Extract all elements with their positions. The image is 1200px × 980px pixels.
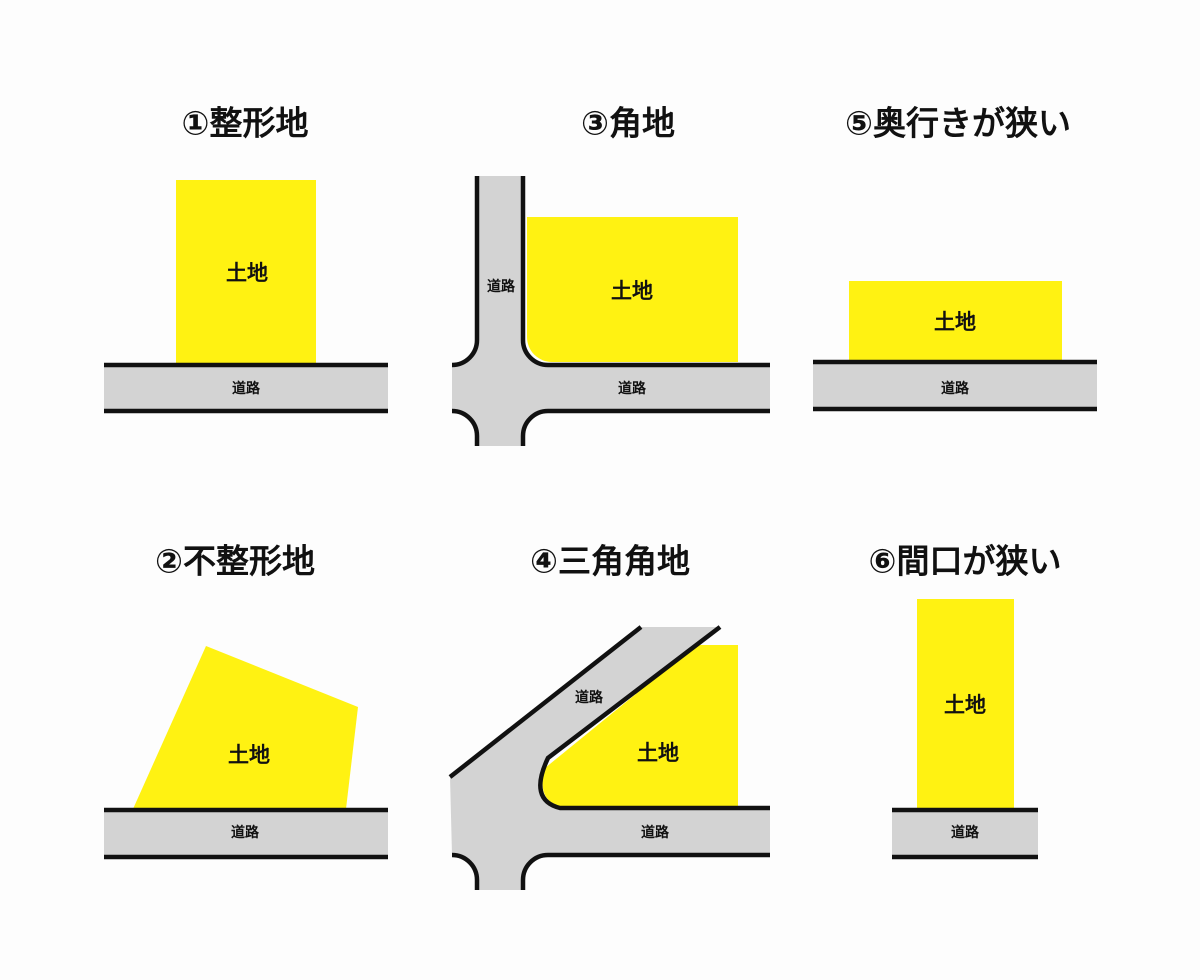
road-label: 道路: [575, 689, 604, 706]
road-label: 道路: [941, 380, 970, 397]
road-label: 道路: [641, 824, 670, 841]
road-edge: [538, 625, 770, 811]
road: [450, 627, 770, 890]
panel-regular-lot: ①整形地 土地 道路: [104, 104, 388, 414]
land-label: 土地: [944, 693, 986, 717]
road-edge: [448, 625, 643, 779]
land-label: 土地: [611, 279, 653, 303]
panel-triangular-corner-lot: ④三角角地 土地 道路 道路: [448, 542, 770, 890]
road-edge: [520, 852, 770, 890]
road-label: 道路: [232, 380, 261, 397]
panel-title: ①整形地: [182, 104, 309, 143]
road-label: 道路: [231, 824, 260, 841]
road: [452, 176, 770, 446]
panel-title: ⑤奥行きが狭い: [845, 104, 1071, 143]
land-label: 土地: [637, 741, 679, 765]
land-label: 土地: [226, 261, 268, 285]
panel-title: ②不整形地: [155, 542, 315, 581]
land-shape: [849, 281, 1062, 361]
land-shape: [176, 180, 316, 364]
road-edge: [451, 852, 480, 890]
panel-title: ④三角角地: [530, 542, 690, 581]
land-label: 土地: [228, 743, 270, 767]
panel-corner-lot: ③角地 土地 道路 道路: [451, 104, 770, 446]
panel-title: ③角地: [581, 104, 675, 143]
land-shape: [917, 599, 1014, 809]
road-label: 道路: [951, 824, 980, 841]
panel-irregular-lot: ②不整形地 土地 道路: [104, 542, 388, 860]
road-edge: [451, 176, 480, 368]
road-label: 道路: [618, 380, 647, 397]
panel-narrow-frontage: ⑥間口が狭い 土地 道路: [869, 542, 1062, 860]
road: [104, 810, 388, 857]
road: [104, 365, 388, 411]
road-edge: [451, 408, 480, 446]
land-label: 土地: [934, 310, 976, 334]
road: [892, 810, 1038, 857]
road-label: 道路: [487, 278, 516, 295]
panel-shallow-depth: ⑤奥行きが狭い 土地 道路: [813, 104, 1097, 412]
land-shape: [527, 217, 738, 362]
land-shape: [133, 646, 358, 809]
panel-title: ⑥間口が狭い: [869, 542, 1062, 581]
road-edge: [520, 408, 770, 446]
road-edge: [520, 176, 770, 368]
road: [813, 362, 1097, 409]
land-shape: [542, 645, 738, 806]
